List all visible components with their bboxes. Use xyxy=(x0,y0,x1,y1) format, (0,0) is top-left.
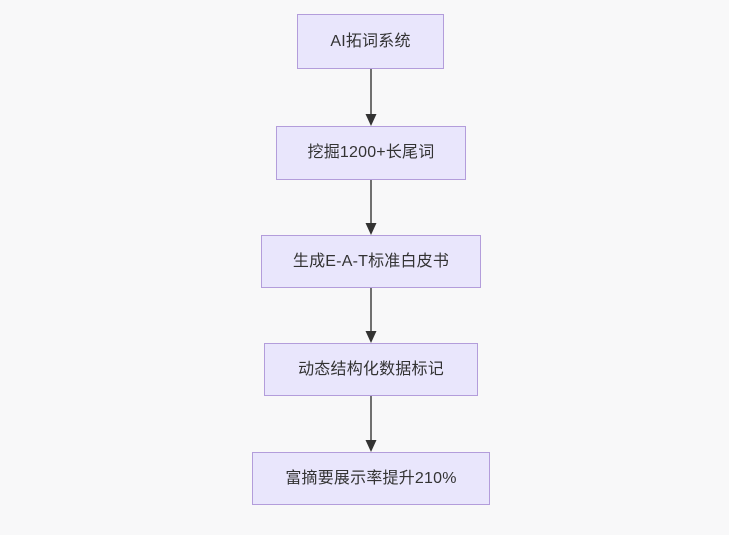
flow-node-generate-eat-whitepaper[interactable]: 生成E-A-T标准白皮书 xyxy=(261,235,481,288)
flow-node-label: 富摘要展示率提升210% xyxy=(285,469,457,487)
flow-node-dynamic-structured-data-markup[interactable]: 动态结构化数据标记 xyxy=(264,343,478,396)
flow-node-label: 挖掘1200+长尾词 xyxy=(307,144,435,162)
flow-node-rich-snippet-impression-lift[interactable]: 富摘要展示率提升210% xyxy=(252,452,490,505)
edge-n3-n4 xyxy=(365,396,377,452)
edge-n0-n1 xyxy=(365,69,377,126)
flow-node-label: 动态结构化数据标记 xyxy=(298,360,444,378)
flow-node-ai-keyword-system[interactable]: AI拓词系统 xyxy=(297,14,444,69)
edge-n1-n2 xyxy=(365,180,377,235)
flow-node-mine-longtail-keywords[interactable]: 挖掘1200+长尾词 xyxy=(276,126,466,180)
flow-node-label: AI拓词系统 xyxy=(330,32,411,50)
flow-node-label: 生成E-A-T标准白皮书 xyxy=(292,252,450,270)
edge-n2-n3 xyxy=(365,288,377,343)
